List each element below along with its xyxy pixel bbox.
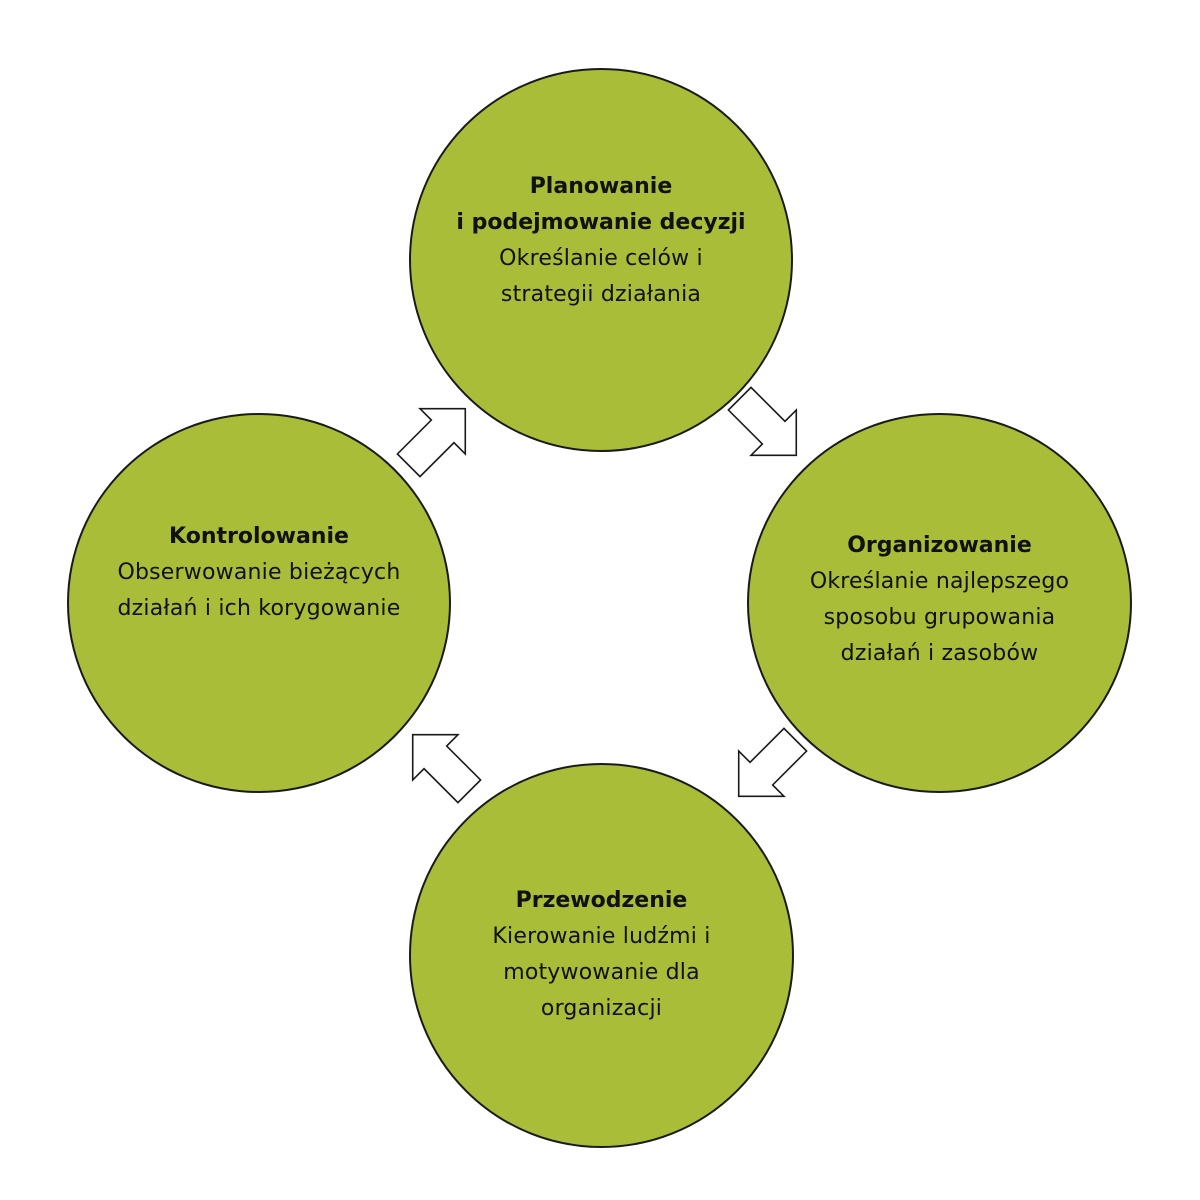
node-organizing-title: Organizowanie bbox=[847, 533, 1032, 558]
node-planning-description: Określanie celów i strategii działania bbox=[499, 246, 703, 307]
node-organizing-description: Określanie najlepszego sposobu grupowani… bbox=[809, 569, 1070, 666]
arrow-leading-to-controlling bbox=[411, 733, 482, 804]
arrow-controlling-to-planning bbox=[396, 407, 467, 478]
node-planning-title-line1: Planowanie bbox=[529, 174, 673, 199]
node-planning: Planowanie i podejmowanie decyzji Określ… bbox=[409, 68, 793, 452]
node-leading-title: Przewodzenie bbox=[515, 887, 688, 913]
node-leading: Przewodzenie Kierowanie ludźmi i motywow… bbox=[409, 763, 794, 1148]
node-leading-description: Kierowanie ludźmi i motywowanie dla orga… bbox=[492, 923, 711, 1021]
node-organizing: Organizowanie Określanie najlepszego spo… bbox=[747, 413, 1132, 793]
node-controlling-description: Obserwowanie bieżących działań i ich kor… bbox=[117, 560, 401, 621]
node-planning-title-line2: i podejmowanie decyzji bbox=[456, 210, 746, 235]
arrow-planning-to-organizing bbox=[727, 386, 798, 457]
node-controlling: Kontrolowanie Obserwowanie bieżących dzi… bbox=[67, 413, 451, 793]
arrow-organizing-to-leading bbox=[737, 727, 808, 798]
node-controlling-title: Kontrolowanie bbox=[169, 524, 349, 549]
